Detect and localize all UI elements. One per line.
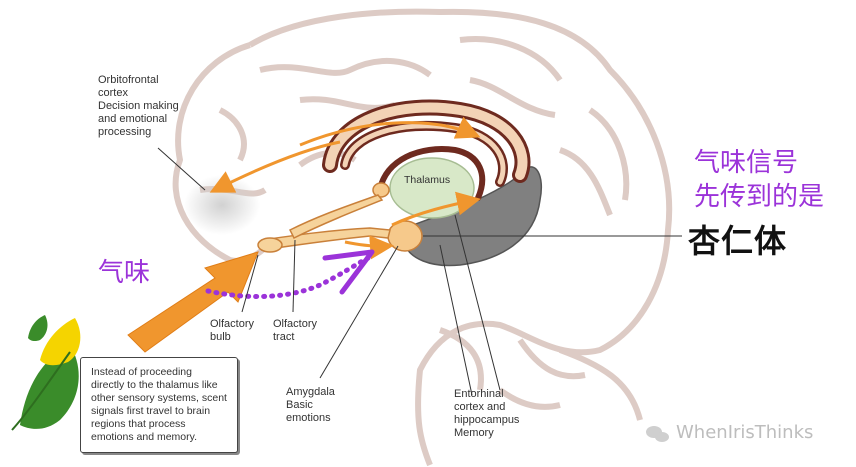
wechat-icon: [646, 426, 669, 442]
thalamus: [389, 157, 475, 219]
amygdala-line-1: Amygdala: [286, 386, 335, 398]
amygdala-annotation: 杏仁体: [688, 222, 788, 260]
purple-arrowhead: [322, 249, 375, 295]
amygdala-label: Amygdala Basic emotions: [286, 386, 335, 425]
amygdala-line-2: Basic: [286, 399, 313, 411]
thalamus-label: Thalamus: [404, 174, 451, 186]
olfactory-bulb-line-2: bulb: [210, 331, 231, 343]
signal-annotation-line-2: 先传到的是: [694, 182, 825, 212]
olfactory-tract: [257, 194, 391, 253]
orbitofrontal-line-5: processing: [98, 126, 152, 138]
orbitofrontal-line-2: cortex: [98, 87, 128, 99]
amygdala-line-3: emotions: [286, 412, 331, 424]
orbitofrontal-line-4: and emotional: [98, 113, 168, 125]
olfactory-bulb-line-1: Olfactory: [210, 318, 255, 330]
orbitofrontal-line-1: Orbitofrontal: [98, 74, 159, 86]
olfactory-tract-label: Olfactory tract: [273, 318, 317, 344]
info-note: Instead of proceeding directly to the th…: [80, 357, 238, 453]
scent-path-dots: [205, 255, 371, 299]
orbitofrontal-label: Orbitofrontal cortex Decision making and…: [98, 74, 179, 139]
scent-arrow: [127, 251, 259, 353]
entorhinal-line-3: hippocampus: [454, 414, 520, 426]
entorhinal-line-1: Entorhinal: [454, 388, 504, 400]
olfactory-tract-line-1: Olfactory: [273, 318, 318, 330]
leaf-logo: [11, 315, 81, 431]
entorhinal-line-4: Memory: [454, 427, 494, 439]
signal-arrows: [209, 116, 481, 260]
orbitofrontal-region: [184, 175, 260, 235]
watermark-text: WhenIrisThinks: [676, 422, 814, 443]
leader-lines: [157, 147, 682, 396]
signal-annotation-line-1: 气味信号: [694, 148, 799, 178]
olfactory-bulb-label: Olfactory bulb: [210, 318, 254, 344]
smell-annotation: 气味: [98, 258, 151, 288]
fornix-bulb: [372, 182, 390, 198]
olfactory-bulb: [257, 237, 283, 253]
entorhinal-hippocampus-region: [404, 166, 542, 267]
entorhinal-label: Entorhinal cortex and hippocampus Memory: [454, 388, 519, 440]
orbitofrontal-line-3: Decision making: [98, 100, 179, 112]
olfactory-tract-line-2: tract: [273, 331, 295, 343]
entorhinal-line-2: cortex and: [454, 401, 506, 413]
